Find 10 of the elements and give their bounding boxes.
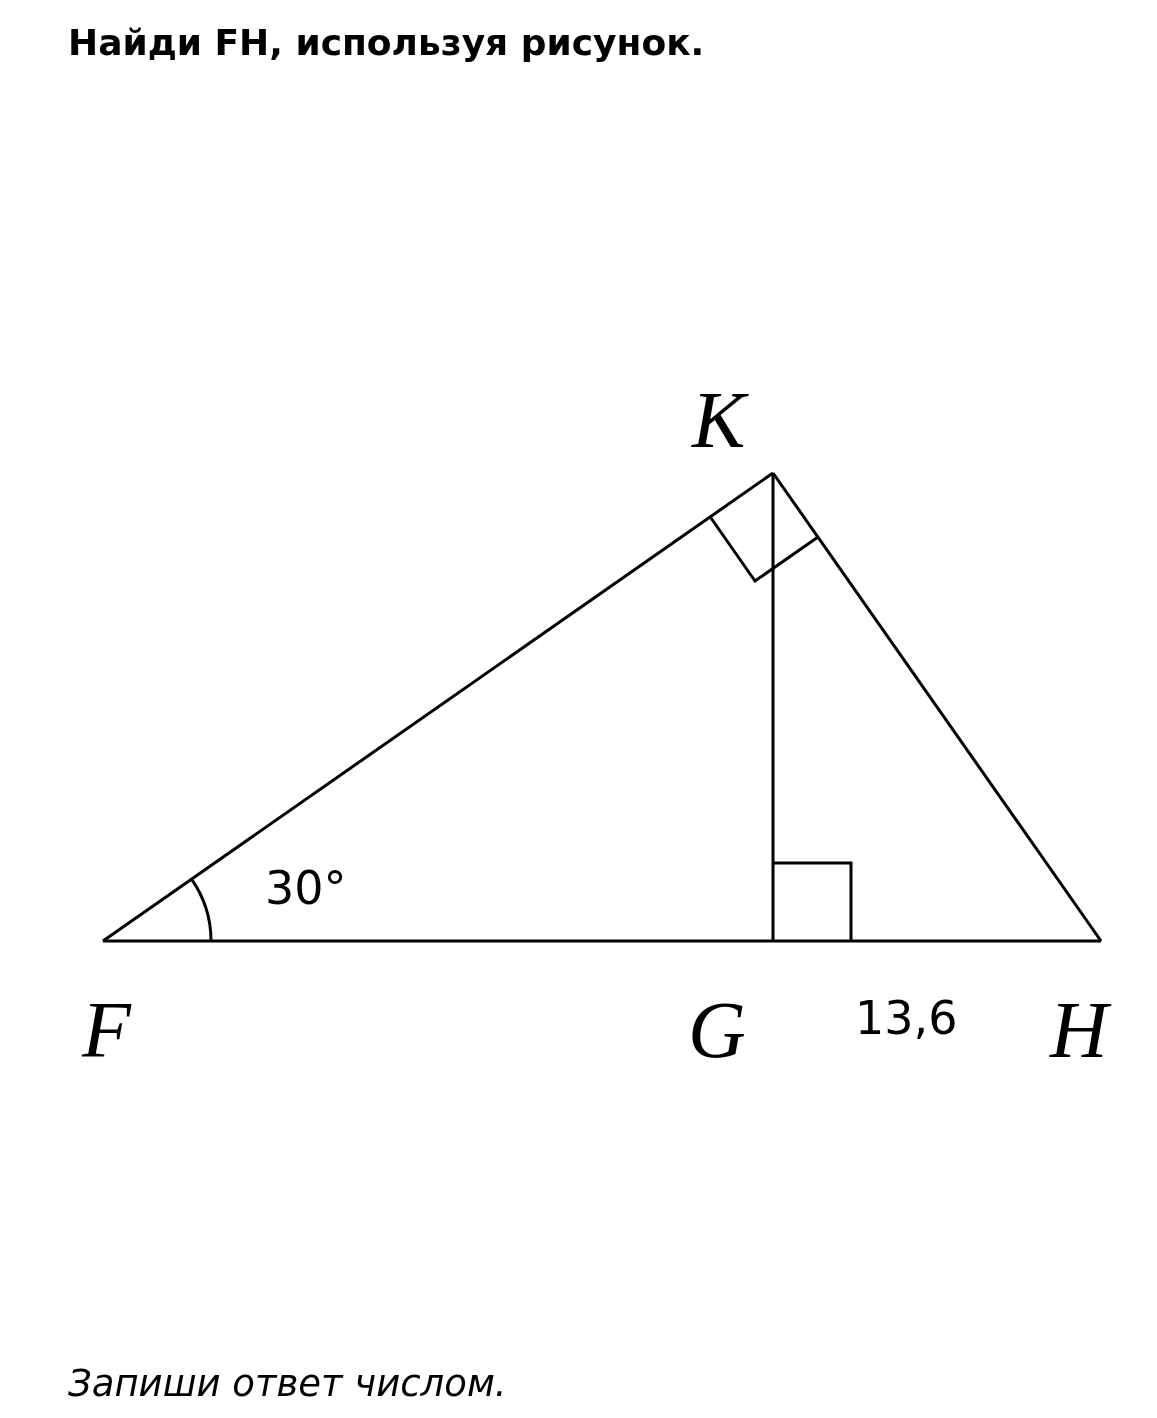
- vertex-label: F: [82, 990, 131, 1070]
- task-title: Найди FH, используя рисунок.: [68, 22, 705, 63]
- angle-label: 30°: [265, 865, 347, 911]
- triangle-side: [102, 471, 774, 943]
- length-label: 13,6: [855, 995, 958, 1041]
- triangle-side: [773, 939, 1101, 943]
- instruction-text: Запиши ответ числом.: [68, 1362, 507, 1405]
- vertex-label: G: [688, 990, 746, 1070]
- triangle-side: [103, 939, 773, 943]
- triangle-side: [771, 473, 775, 941]
